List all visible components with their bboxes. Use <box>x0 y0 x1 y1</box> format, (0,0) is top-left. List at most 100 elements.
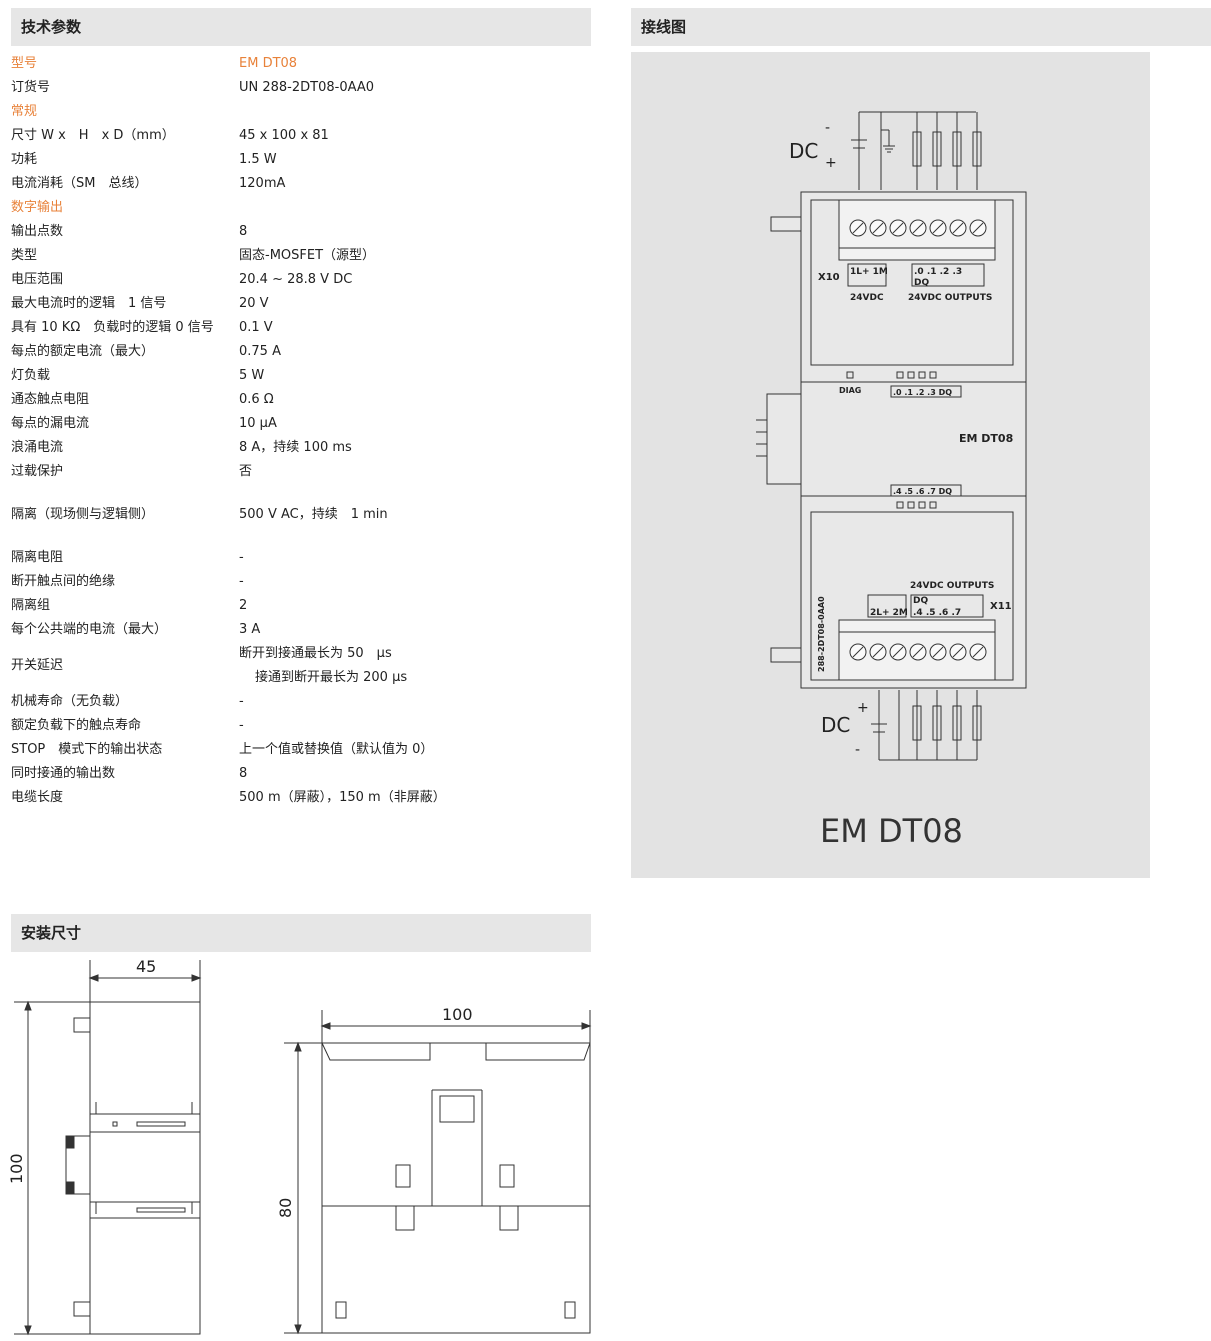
spec-value: 接通到断开最长为 200 μs <box>255 670 408 685</box>
spec-key: 尺寸 W x H x D（mm） <box>11 128 175 143</box>
spec-key: 最大电流时的逻辑 1 信号 <box>11 296 167 311</box>
terminal-label-top: 1L+ 1M <box>850 267 888 277</box>
spec-value: 1.5 W <box>239 152 277 167</box>
spec-row-power: 功耗 1.5 W <box>11 148 591 172</box>
spec-row: 过载保护 否 <box>11 460 591 484</box>
spec-key: 类型 <box>11 248 38 263</box>
wiring-caption: EM DT08 <box>820 812 963 850</box>
section-header-wiring: 接线图 <box>631 8 1211 46</box>
spec-key: 同时接通的输出数 <box>11 766 116 781</box>
spec-row: 隔离组 2 <box>11 594 591 618</box>
spec-category-label: 数字输出 <box>11 200 64 215</box>
spec-key: 断开触点间的绝缘 <box>11 574 116 589</box>
dimensions-drawing: 45 100 100 80 <box>7 957 592 1336</box>
dim-width-100: 100 <box>442 1005 473 1024</box>
spec-row: STOP 模式下的输出状态 上一个值或替换值（默认值为 0） <box>11 738 591 762</box>
dc-plus-top: + <box>825 155 837 171</box>
spec-key: 功耗 <box>11 152 38 167</box>
spec-key: 每个公共端的电流（最大） <box>11 622 168 637</box>
dq-label-bottom: DQ <box>913 596 928 606</box>
dc-label-bottom: DC <box>821 713 850 737</box>
spec-value: 45 x 100 x 81 <box>239 128 329 143</box>
led-labels-top: .0 .1 .2 .3 DQ <box>893 388 952 397</box>
spec-category-label: 常规 <box>11 104 38 119</box>
spec-key: 隔离组 <box>11 598 51 613</box>
spec-value: - <box>239 718 244 733</box>
x10-label: X10 <box>818 272 840 283</box>
spec-row: 具有 10 KΩ 负载时的逻辑 0 信号 0.1 V <box>11 316 591 340</box>
spec-table: 型号 EM DT08 订货号 UN 288-2DT08-0AA0 常规 尺寸 W… <box>11 52 591 810</box>
spec-row: 电压范围 20.4 ~ 28.8 V DC <box>11 268 591 292</box>
terminal-label-bottom: 2L+ 2M <box>870 608 908 618</box>
spec-row-current: 电流消耗（SM 总线） 120mA <box>11 172 591 196</box>
spec-row-size: 尺寸 W x H x D（mm） 45 x 100 x 81 <box>11 124 591 148</box>
spec-key: 开关延迟 <box>11 658 64 673</box>
spec-row: 断开触点间的绝缘- <box>11 570 591 594</box>
spec-row-model: 型号 EM DT08 <box>11 52 591 76</box>
spec-key: 额定负载下的触点寿命 <box>11 718 142 733</box>
spec-row: 浪涌电流 8 A，持续 100 ms <box>11 436 591 460</box>
dc-label-top: DC <box>789 139 818 163</box>
spec-value: 20.4 ~ 28.8 V DC <box>239 272 353 287</box>
spec-key: 电流消耗（SM 总线） <box>11 176 148 191</box>
spec-key: 浪涌电流 <box>11 440 64 455</box>
spec-key: 通态触点电阻 <box>11 392 90 407</box>
row-spacer <box>11 527 591 546</box>
spec-row: 机械寿命（无负载） - <box>11 690 591 714</box>
spec-value: UN 288-2DT08-0AA0 <box>239 80 375 95</box>
outputs-label-top: 24VDC OUTPUTS <box>908 293 992 303</box>
spec-row: 同时接通的输出数 8 <box>11 762 591 786</box>
spec-key: 隔离电阻 <box>11 550 64 565</box>
dim-width-45: 45 <box>136 957 156 976</box>
spec-value: 8 A，持续 100 ms <box>239 440 352 455</box>
spec-value: 断开到接通最长为 50 μs <box>239 646 392 661</box>
spec-key: 电压范围 <box>11 272 64 287</box>
wiring-diagram: DC - + X10 1L+ 1M .0 .1 .2 .3 DQ 24VDC 2… <box>756 111 1027 850</box>
spec-value: 上一个值或替换值（默认值为 0） <box>239 742 434 757</box>
dc-minus-bottom: - <box>855 742 860 758</box>
dc-minus-top: - <box>825 120 830 136</box>
spec-key: 订货号 <box>11 80 51 95</box>
order-number-side: 288-2DT08-0AA0 <box>817 596 826 672</box>
spec-row-isolation: 隔离（现场侧与逻辑侧） 500 V AC，持续 1 min <box>11 503 591 527</box>
spec-value: 2 <box>239 598 248 613</box>
spec-row: 灯负载 5 W <box>11 364 591 388</box>
spec-row: 额定负载下的触点寿命 - <box>11 714 591 738</box>
spec-value: EM DT08 <box>239 56 298 71</box>
spec-value: 0.1 V <box>239 320 273 335</box>
spec-row: 类型固态-MOSFET（源型） <box>11 244 591 268</box>
spec-value: 0.75 A <box>239 344 281 359</box>
spec-value: - <box>239 694 244 709</box>
spec-value: 500 V AC，持续 1 min <box>239 507 388 522</box>
spec-value: 否 <box>239 464 253 479</box>
terminal-numbers-bottom: .4 .5 .6 .7 <box>913 608 961 618</box>
x11-label: X11 <box>990 601 1012 612</box>
supply-24vdc-top: 24VDC <box>850 293 884 303</box>
spec-value: 5 W <box>239 368 265 383</box>
spec-value: 8 <box>239 766 248 781</box>
section-header-specs: 技术参数 <box>11 8 591 46</box>
outputs-label-bottom: 24VDC OUTPUTS <box>910 581 994 591</box>
spec-value: 120mA <box>239 176 286 191</box>
spec-key: 机械寿命（无负载） <box>11 694 129 709</box>
spec-value: 10 μA <box>239 416 277 431</box>
spec-category-digital: 数字输出 <box>11 196 591 220</box>
spec-key: 每点的额定电流（最大） <box>11 344 155 359</box>
spec-key: 电缆长度 <box>11 790 64 805</box>
spec-key: STOP 模式下的输出状态 <box>11 742 163 757</box>
spec-key: 灯负载 <box>11 368 51 383</box>
spec-key: 具有 10 KΩ 负载时的逻辑 0 信号 <box>11 320 214 335</box>
dq-label-top: DQ <box>914 278 929 288</box>
spec-value: 3 A <box>239 622 261 637</box>
spec-row: 最大电流时的逻辑 1 信号 20 V <box>11 292 591 316</box>
spec-key: 输出点数 <box>11 224 64 239</box>
terminal-numbers-top: .0 .1 .2 .3 <box>914 267 962 277</box>
spec-value: 20 V <box>239 296 269 311</box>
dim-height-80: 80 <box>276 1198 295 1218</box>
spec-key: 过载保护 <box>11 464 64 479</box>
spec-key: 隔离（现场侧与逻辑侧） <box>11 507 155 522</box>
section-header-dimensions: 安装尺寸 <box>11 914 591 952</box>
